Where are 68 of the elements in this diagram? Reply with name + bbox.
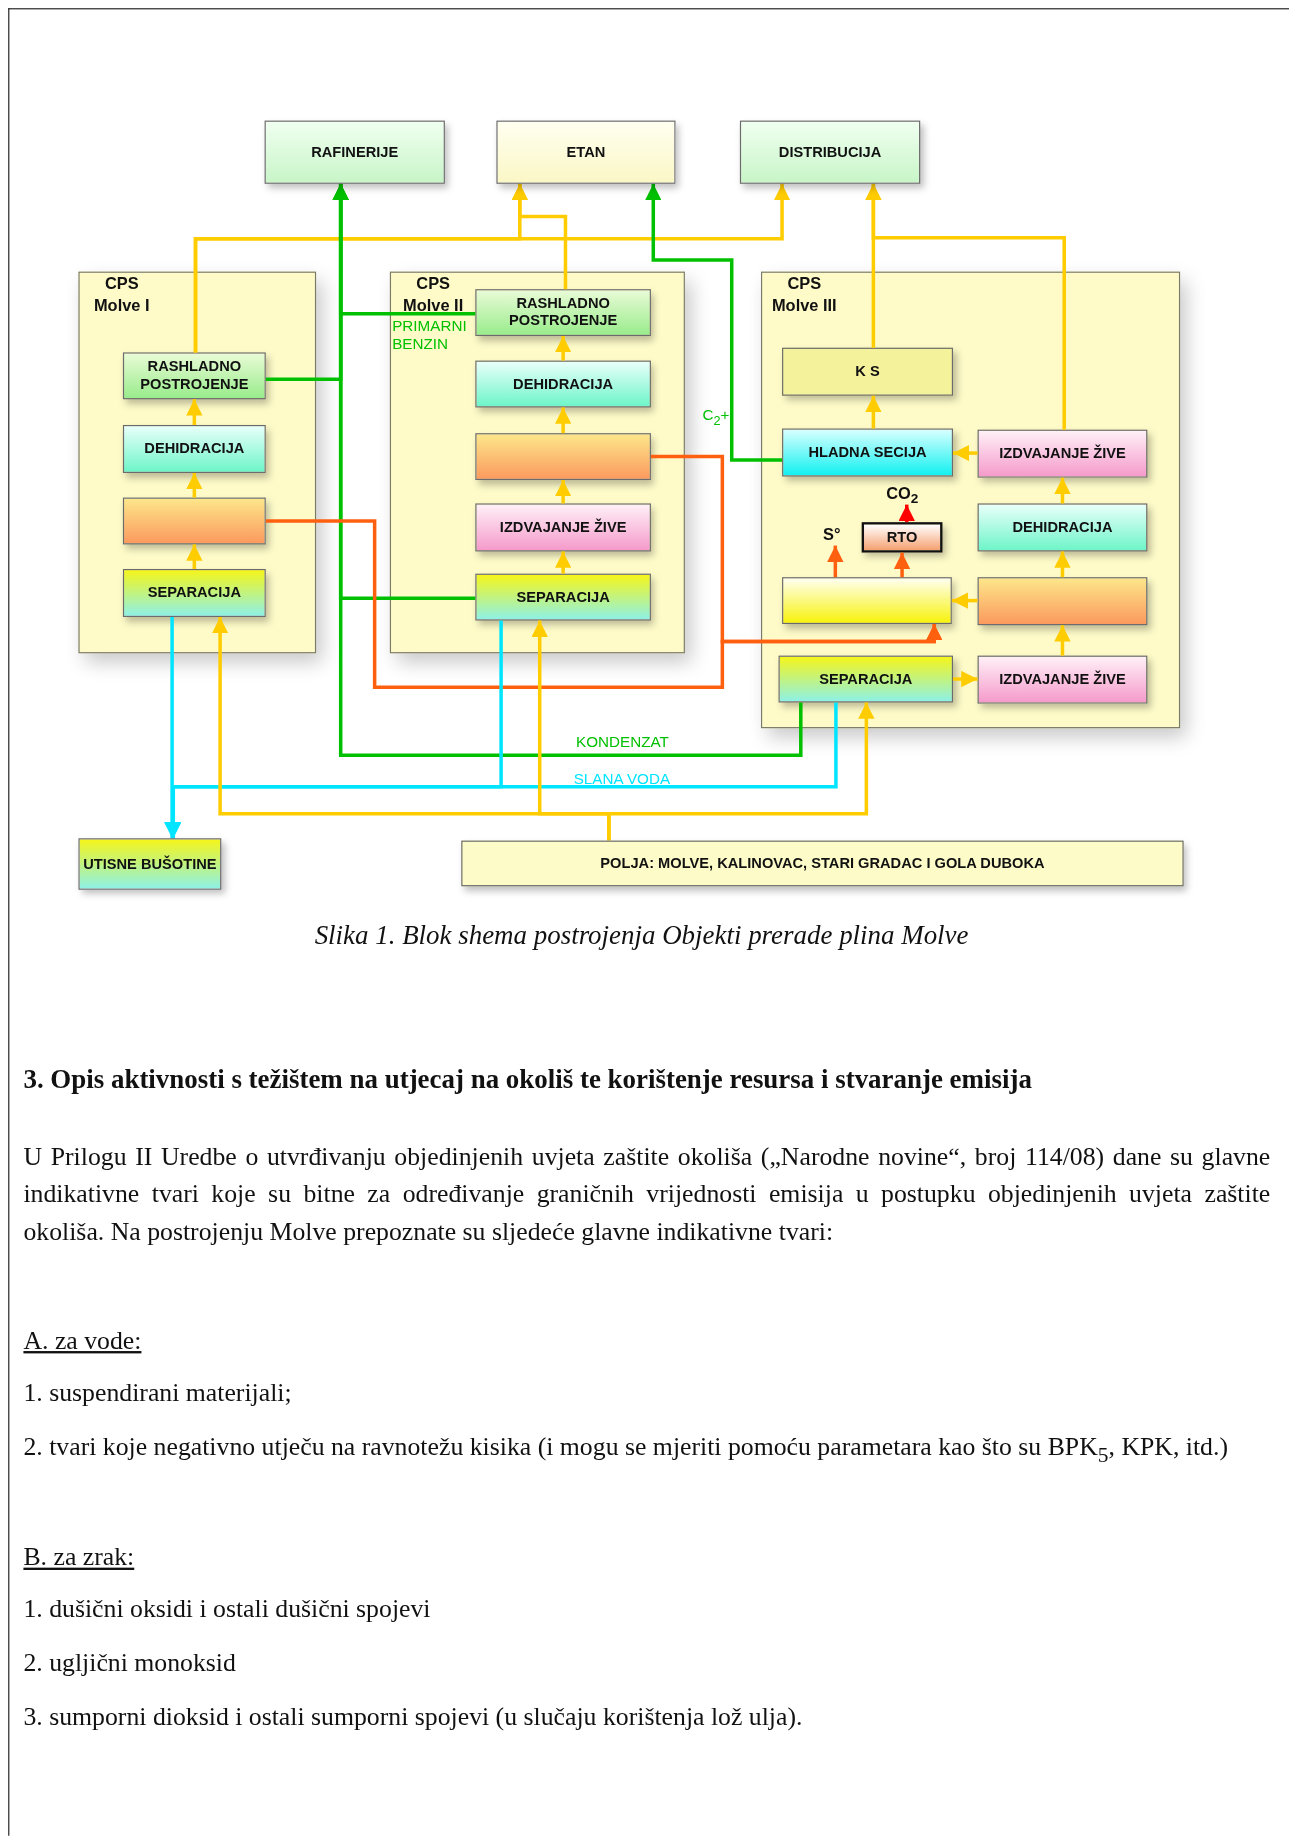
list-item: 1. dušični oksidi i ostali dušični spojevi	[23, 1592, 432, 1625]
process-box: SEPARACIJA	[778, 655, 953, 703]
flow-arrow	[865, 395, 882, 429]
flow-arrow	[893, 552, 911, 578]
process-box	[122, 497, 266, 545]
edge-label: KONDENZAT	[576, 732, 669, 751]
process-box	[977, 577, 1148, 626]
process-box: DEHIDRACIJA	[977, 503, 1148, 552]
area-heading: CPS Molve II	[402, 272, 465, 317]
list-item: 3. sumporni dioksid i ostali sumporni spojevi (u slučaju korištenja lož ulja).	[23, 1700, 804, 1733]
flow-arrow	[898, 504, 915, 523]
flow-arrow	[186, 544, 203, 569]
destination-box: RAFINERIJE	[264, 120, 445, 184]
edge-label: SLANA VODA	[573, 770, 671, 788]
process-box: RASHLADNO POSTROJENJE	[475, 289, 651, 336]
flow-arrow	[1054, 477, 1071, 504]
flow-arrow	[953, 444, 978, 462]
list-item: 2. ugljični monoksid	[23, 1646, 237, 1679]
flow-arrow	[827, 545, 844, 578]
flow-arrow	[186, 473, 203, 498]
area-heading: CPS Molve III	[770, 272, 838, 317]
flow-arrow	[186, 399, 203, 425]
flow-arrow	[332, 183, 803, 757]
flow-arrow	[953, 670, 978, 688]
process-box: DEHIDRACIJA	[475, 360, 651, 408]
flow-arrow	[511, 183, 568, 290]
list-item: 2. tvari koje negativno utječu na ravnotežu kisika (i mogu se mjeriti pomoću parametara kao što su BPK$_{5}$, KPK, itd.)	[23, 1430, 1229, 1469]
list-item: 1. suspendirani materijali;	[23, 1377, 293, 1410]
destination-box: DISTRIBUCIJA	[739, 120, 921, 184]
flow-arrow	[1054, 625, 1071, 656]
destination-box: ETAN	[496, 120, 676, 184]
process-box: IZDVAJANJE ŽIVE	[977, 655, 1148, 704]
flow-arrow	[650, 454, 943, 644]
process-box	[782, 577, 952, 624]
flow-arrow	[1054, 551, 1071, 578]
process-box: HLADNA SECIJA	[782, 428, 953, 477]
process-box: IZDVAJANJE ŽIVE	[977, 429, 1148, 478]
destination-box: UTISNE BUŠOTINE	[78, 838, 222, 890]
list-heading: B. za zrak:	[23, 1540, 135, 1574]
body-paragraph: U Prilogu II Uredbe o utvrđivanju objedinjenih uvjeta zaštite okoliša („Narodne novine“, broj 114/08) dane su glavne indikativne tvari koje su bitne za određivanje graničnih vrijednosti emisija u postupku objedinjenih uvjeta zaštite okoliša. Na postrojenju Molve prepoznate su sljedeće glavne indikativne tvari:	[23, 1140, 1271, 1248]
process-box: RASHLADNO POSTROJENJE	[122, 352, 266, 400]
process-box	[475, 433, 651, 480]
process-box: RTO	[861, 522, 943, 553]
flow-arrow	[607, 702, 875, 841]
plant-area-panel	[78, 271, 317, 654]
process-box: IZDVAJANJE ŽIVE	[475, 503, 651, 552]
flow-arrow	[554, 407, 572, 434]
process-box: DEHIDRACIJA	[122, 425, 266, 473]
process-box: K S	[782, 347, 953, 396]
figure-caption: Slika 1. Blok shema postrojenja Objekti prerade plina Molve	[313, 919, 970, 952]
process-box: SEPARACIJA	[122, 569, 266, 617]
flow-arrow	[865, 183, 1066, 430]
plant-area-panel	[761, 271, 1181, 729]
flow-arrow	[951, 592, 978, 609]
flow-arrow	[554, 551, 572, 574]
output-label: CO$_{2}$	[886, 483, 928, 505]
list-heading: A. za vode:	[23, 1324, 142, 1357]
plant-area-panel	[389, 271, 685, 654]
process-box: SEPARACIJA	[475, 573, 651, 621]
edge-label: C$_{2}$+	[702, 406, 730, 429]
section-heading: 3. Opis aktivnosti s težištem na utjecaj na okoliš te korištenje resursa i stvaranje emisija	[23, 1063, 1032, 1096]
source-box: POLJA: MOLVE, KALINOVAC, STARI GRADAC I GOLA DUBOKA	[461, 840, 1184, 887]
flow-arrow	[554, 480, 572, 504]
output-label: S°	[823, 524, 848, 546]
area-heading: CPS Molve I	[92, 272, 151, 317]
flow-arrow	[554, 336, 572, 361]
edge-label: PRIMARNI BENZIN	[392, 317, 468, 353]
flow-arrow	[645, 183, 783, 462]
